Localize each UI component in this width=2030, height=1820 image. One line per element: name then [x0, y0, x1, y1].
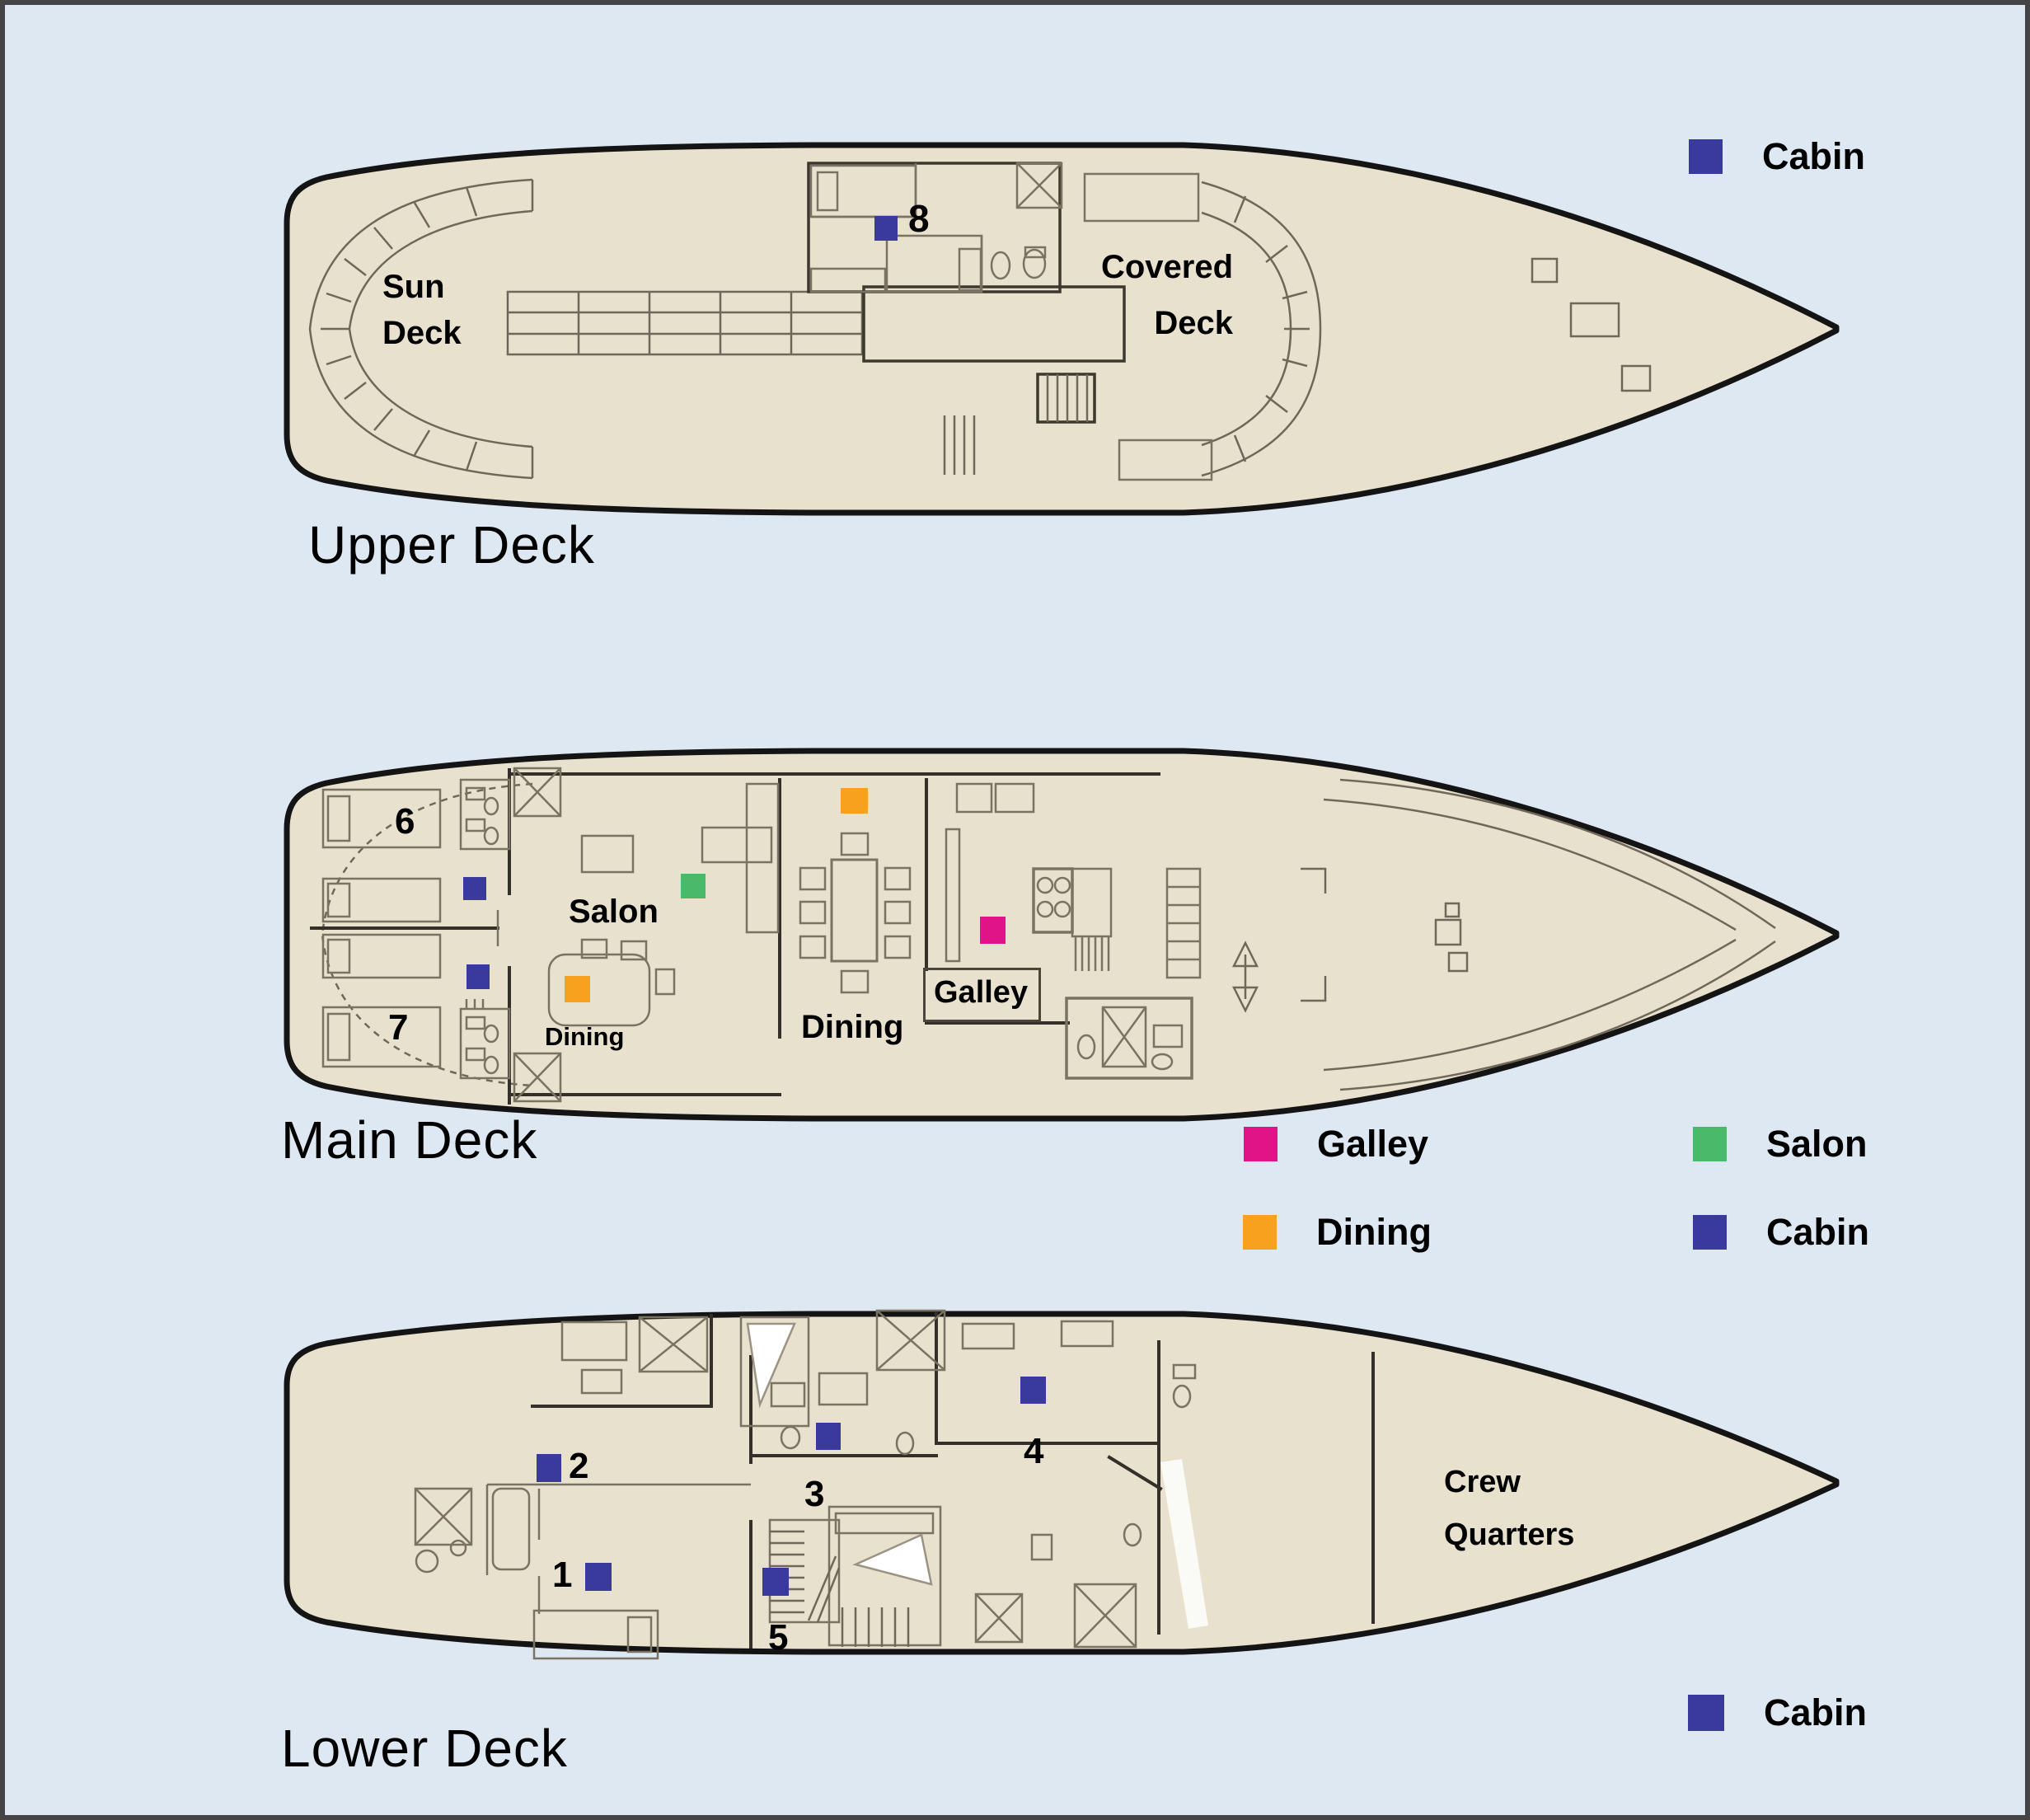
hatch-icon: [414, 1309, 1137, 1649]
salon-legend-swatch: [1693, 1127, 1727, 1161]
galley-label: Galley: [934, 975, 1029, 1010]
cabin-2-number: 2: [569, 1446, 589, 1486]
cabin-legend-swatch: [1693, 1215, 1727, 1250]
crew-quarters-label: Crew Quarters: [1444, 1465, 1575, 1552]
galley-marker: [980, 917, 1006, 944]
legend-salon: Salon: [1693, 1123, 1868, 1166]
cabin-7-marker: [466, 964, 490, 989]
cabin-1-marker: [585, 1563, 612, 1591]
upper-deck-title: Upper Deck: [308, 515, 595, 575]
cabin-3-number: 3: [804, 1474, 825, 1514]
ladder-icon: [943, 415, 976, 475]
cabin-2-marker: [537, 1454, 561, 1482]
galley-label-box: Galley: [923, 968, 1041, 1022]
cabin-legend-swatch: [1688, 1695, 1724, 1731]
dining-legend-swatch: [1243, 1215, 1277, 1250]
upper-deck-drawing: [284, 142, 1840, 516]
cabin-7-number: 7: [388, 1007, 409, 1048]
cabin-6-marker: [463, 877, 486, 900]
cabin-legend-label: Cabin: [1762, 135, 1866, 177]
legend-cabin-lower: Cabin: [1688, 1691, 1867, 1734]
salon-label: Salon: [569, 894, 659, 930]
cabin-4-marker: [1020, 1377, 1046, 1404]
dining-main-marker: [841, 788, 868, 814]
covered-deck-label: Covered Deck: [1100, 249, 1233, 341]
cabin-legend-swatch: [1689, 139, 1723, 174]
cabin-4-number: 4: [1024, 1431, 1044, 1471]
boat-deck-outlines: [284, 142, 1840, 1660]
dining-aft-marker: [565, 976, 590, 1002]
cabin-5-marker: [762, 1568, 789, 1596]
hatch-icon: [513, 767, 562, 1103]
hatch-icon: [1015, 162, 1063, 209]
cabin-3-marker: [816, 1423, 841, 1450]
main-deck-drawing: [284, 748, 1840, 1122]
cabin-1-number: 1: [552, 1555, 573, 1595]
legend-cabin-main: Cabin: [1693, 1211, 1869, 1254]
sun-deck-label: Sun Deck: [382, 269, 462, 351]
cabin-legend-label: Cabin: [1766, 1211, 1870, 1253]
cabin-8-marker: [874, 216, 898, 241]
main-deck-title: Main Deck: [281, 1110, 538, 1170]
cabin-6-number: 6: [395, 801, 415, 842]
dining-main-label: Dining: [801, 1009, 904, 1045]
legend-dining: Dining: [1243, 1211, 1432, 1254]
galley-legend-label: Galley: [1317, 1123, 1429, 1165]
stairs-icon: [1036, 373, 1096, 424]
lower-deck-drawing: [284, 1309, 1840, 1660]
salon-marker: [681, 874, 706, 898]
galley-legend-swatch: [1244, 1127, 1278, 1161]
up-down-arrow-icon: [1231, 940, 1259, 1013]
cabin-8-number: 8: [908, 197, 930, 240]
legend-cabin-upper: Cabin: [1689, 135, 1865, 178]
dining-aft-label: Dining: [545, 1022, 625, 1051]
stairs-icon: [768, 1518, 910, 1647]
cabin-5-number: 5: [768, 1617, 789, 1658]
salon-legend-label: Salon: [1766, 1123, 1868, 1165]
cabin-legend-label: Cabin: [1764, 1691, 1868, 1733]
dining-legend-label: Dining: [1316, 1211, 1432, 1253]
lower-deck-title: Lower Deck: [281, 1719, 568, 1778]
legend-galley: Galley: [1244, 1123, 1428, 1166]
